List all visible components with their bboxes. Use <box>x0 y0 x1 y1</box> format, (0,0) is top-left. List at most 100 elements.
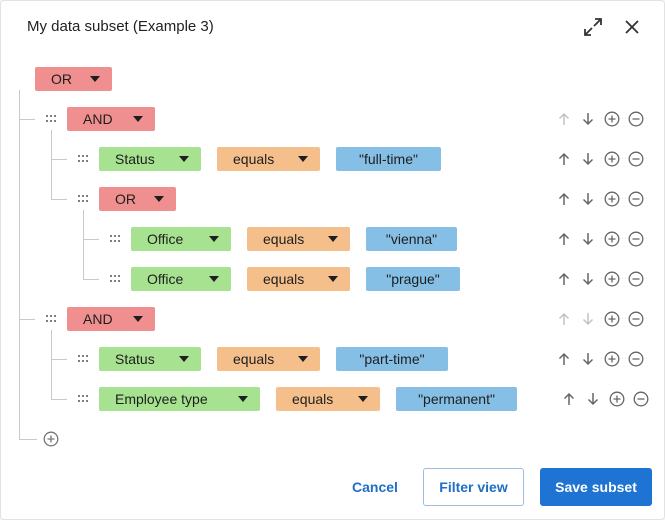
move-down-icon[interactable] <box>580 191 596 207</box>
move-down-icon[interactable] <box>580 311 596 327</box>
caret-down-icon <box>328 276 338 282</box>
move-up-icon[interactable] <box>556 351 572 367</box>
move-down-icon[interactable] <box>580 151 596 167</box>
add-circle-icon[interactable] <box>604 151 620 167</box>
tree-line <box>51 130 52 199</box>
cancel-button[interactable]: Cancel <box>352 479 398 495</box>
move-up-icon[interactable] <box>556 271 572 287</box>
field-label: Status <box>115 151 155 167</box>
caret-down-icon <box>298 156 308 162</box>
drag-handle-icon[interactable] <box>78 355 88 363</box>
tree-line <box>19 119 35 120</box>
tree-line <box>19 439 37 440</box>
comparator-dropdown[interactable]: equals <box>217 347 320 371</box>
drag-handle-icon[interactable] <box>110 235 120 243</box>
drag-handle-icon[interactable] <box>46 115 56 123</box>
comparator-label: equals <box>233 351 275 367</box>
add-circle-icon[interactable] <box>604 231 620 247</box>
operator-label: OR <box>51 71 72 87</box>
move-up-icon[interactable] <box>556 231 572 247</box>
comparator-dropdown[interactable]: equals <box>247 227 350 251</box>
field-label: Office <box>147 231 184 247</box>
move-down-icon[interactable] <box>585 391 601 407</box>
tree-line <box>51 159 67 160</box>
tree-line <box>51 399 67 400</box>
root-operator-dropdown[interactable]: OR <box>35 67 112 91</box>
operator-label: OR <box>115 191 136 207</box>
field-label: Status <box>115 351 155 367</box>
move-up-icon[interactable] <box>556 191 572 207</box>
move-down-icon[interactable] <box>580 231 596 247</box>
drag-handle-icon[interactable] <box>78 155 88 163</box>
remove-circle-icon[interactable] <box>628 151 644 167</box>
field-dropdown[interactable]: Office <box>131 267 231 291</box>
expand-icon[interactable] <box>581 15 605 39</box>
group-operator-dropdown[interactable]: OR <box>99 187 176 211</box>
field-dropdown[interactable]: Office <box>131 227 231 251</box>
move-up-icon[interactable] <box>556 151 572 167</box>
tree-line <box>19 90 20 439</box>
add-circle-icon[interactable] <box>609 391 625 407</box>
drag-handle-icon[interactable] <box>110 275 120 283</box>
group-operator-dropdown[interactable]: AND <box>67 307 155 331</box>
move-down-icon[interactable] <box>580 351 596 367</box>
drag-handle-icon[interactable] <box>78 195 88 203</box>
move-down-icon[interactable] <box>580 111 596 127</box>
drag-handle-icon[interactable] <box>78 395 88 403</box>
remove-circle-icon[interactable] <box>628 311 644 327</box>
remove-circle-icon[interactable] <box>628 271 644 287</box>
caret-down-icon <box>209 236 219 242</box>
value-input[interactable]: "full-time" <box>336 147 441 171</box>
move-down-icon[interactable] <box>580 271 596 287</box>
comparator-dropdown[interactable]: equals <box>276 387 380 411</box>
add-circle-icon[interactable] <box>604 311 620 327</box>
value-input[interactable]: "vienna" <box>366 227 457 251</box>
remove-circle-icon[interactable] <box>628 231 644 247</box>
tree-line <box>83 239 99 240</box>
filter-tree: OR AND Status equals "full-time" OR Offi… <box>1 53 664 453</box>
value-input[interactable]: "part-time" <box>336 347 448 371</box>
operator-label: AND <box>83 111 113 127</box>
caret-down-icon <box>298 356 308 362</box>
tree-line <box>19 319 35 320</box>
caret-down-icon <box>90 76 100 82</box>
filter-view-button[interactable]: Filter view <box>423 468 524 506</box>
caret-down-icon <box>209 276 219 282</box>
add-circle-icon[interactable] <box>604 271 620 287</box>
move-up-icon[interactable] <box>556 111 572 127</box>
move-up-icon[interactable] <box>561 391 577 407</box>
caret-down-icon <box>179 156 189 162</box>
caret-down-icon <box>328 236 338 242</box>
caret-down-icon <box>358 396 368 402</box>
save-subset-button[interactable]: Save subset <box>540 468 652 506</box>
field-dropdown[interactable]: Employee type <box>99 387 260 411</box>
comparator-label: equals <box>263 271 305 287</box>
remove-circle-icon[interactable] <box>628 111 644 127</box>
group-operator-dropdown[interactable]: AND <box>67 107 155 131</box>
remove-circle-icon[interactable] <box>628 191 644 207</box>
value-input[interactable]: "prague" <box>366 267 460 291</box>
remove-circle-icon[interactable] <box>628 351 644 367</box>
add-circle-icon[interactable] <box>604 191 620 207</box>
close-icon[interactable] <box>620 15 644 39</box>
add-condition-icon[interactable] <box>43 431 59 447</box>
comparator-dropdown[interactable]: equals <box>217 147 320 171</box>
drag-handle-icon[interactable] <box>46 315 56 323</box>
field-dropdown[interactable]: Status <box>99 147 201 171</box>
remove-circle-icon[interactable] <box>633 391 649 407</box>
field-dropdown[interactable]: Status <box>99 347 201 371</box>
tree-line <box>83 279 99 280</box>
caret-down-icon <box>238 396 248 402</box>
comparator-label: equals <box>263 231 305 247</box>
add-circle-icon[interactable] <box>604 111 620 127</box>
comparator-label: equals <box>233 151 275 167</box>
operator-label: AND <box>83 311 113 327</box>
caret-down-icon <box>133 316 143 322</box>
add-circle-icon[interactable] <box>604 351 620 367</box>
tree-line <box>51 359 67 360</box>
value-input[interactable]: "permanent" <box>396 387 517 411</box>
move-up-icon[interactable] <box>556 311 572 327</box>
comparator-dropdown[interactable]: equals <box>247 267 350 291</box>
caret-down-icon <box>154 196 164 202</box>
comparator-label: equals <box>292 391 334 407</box>
